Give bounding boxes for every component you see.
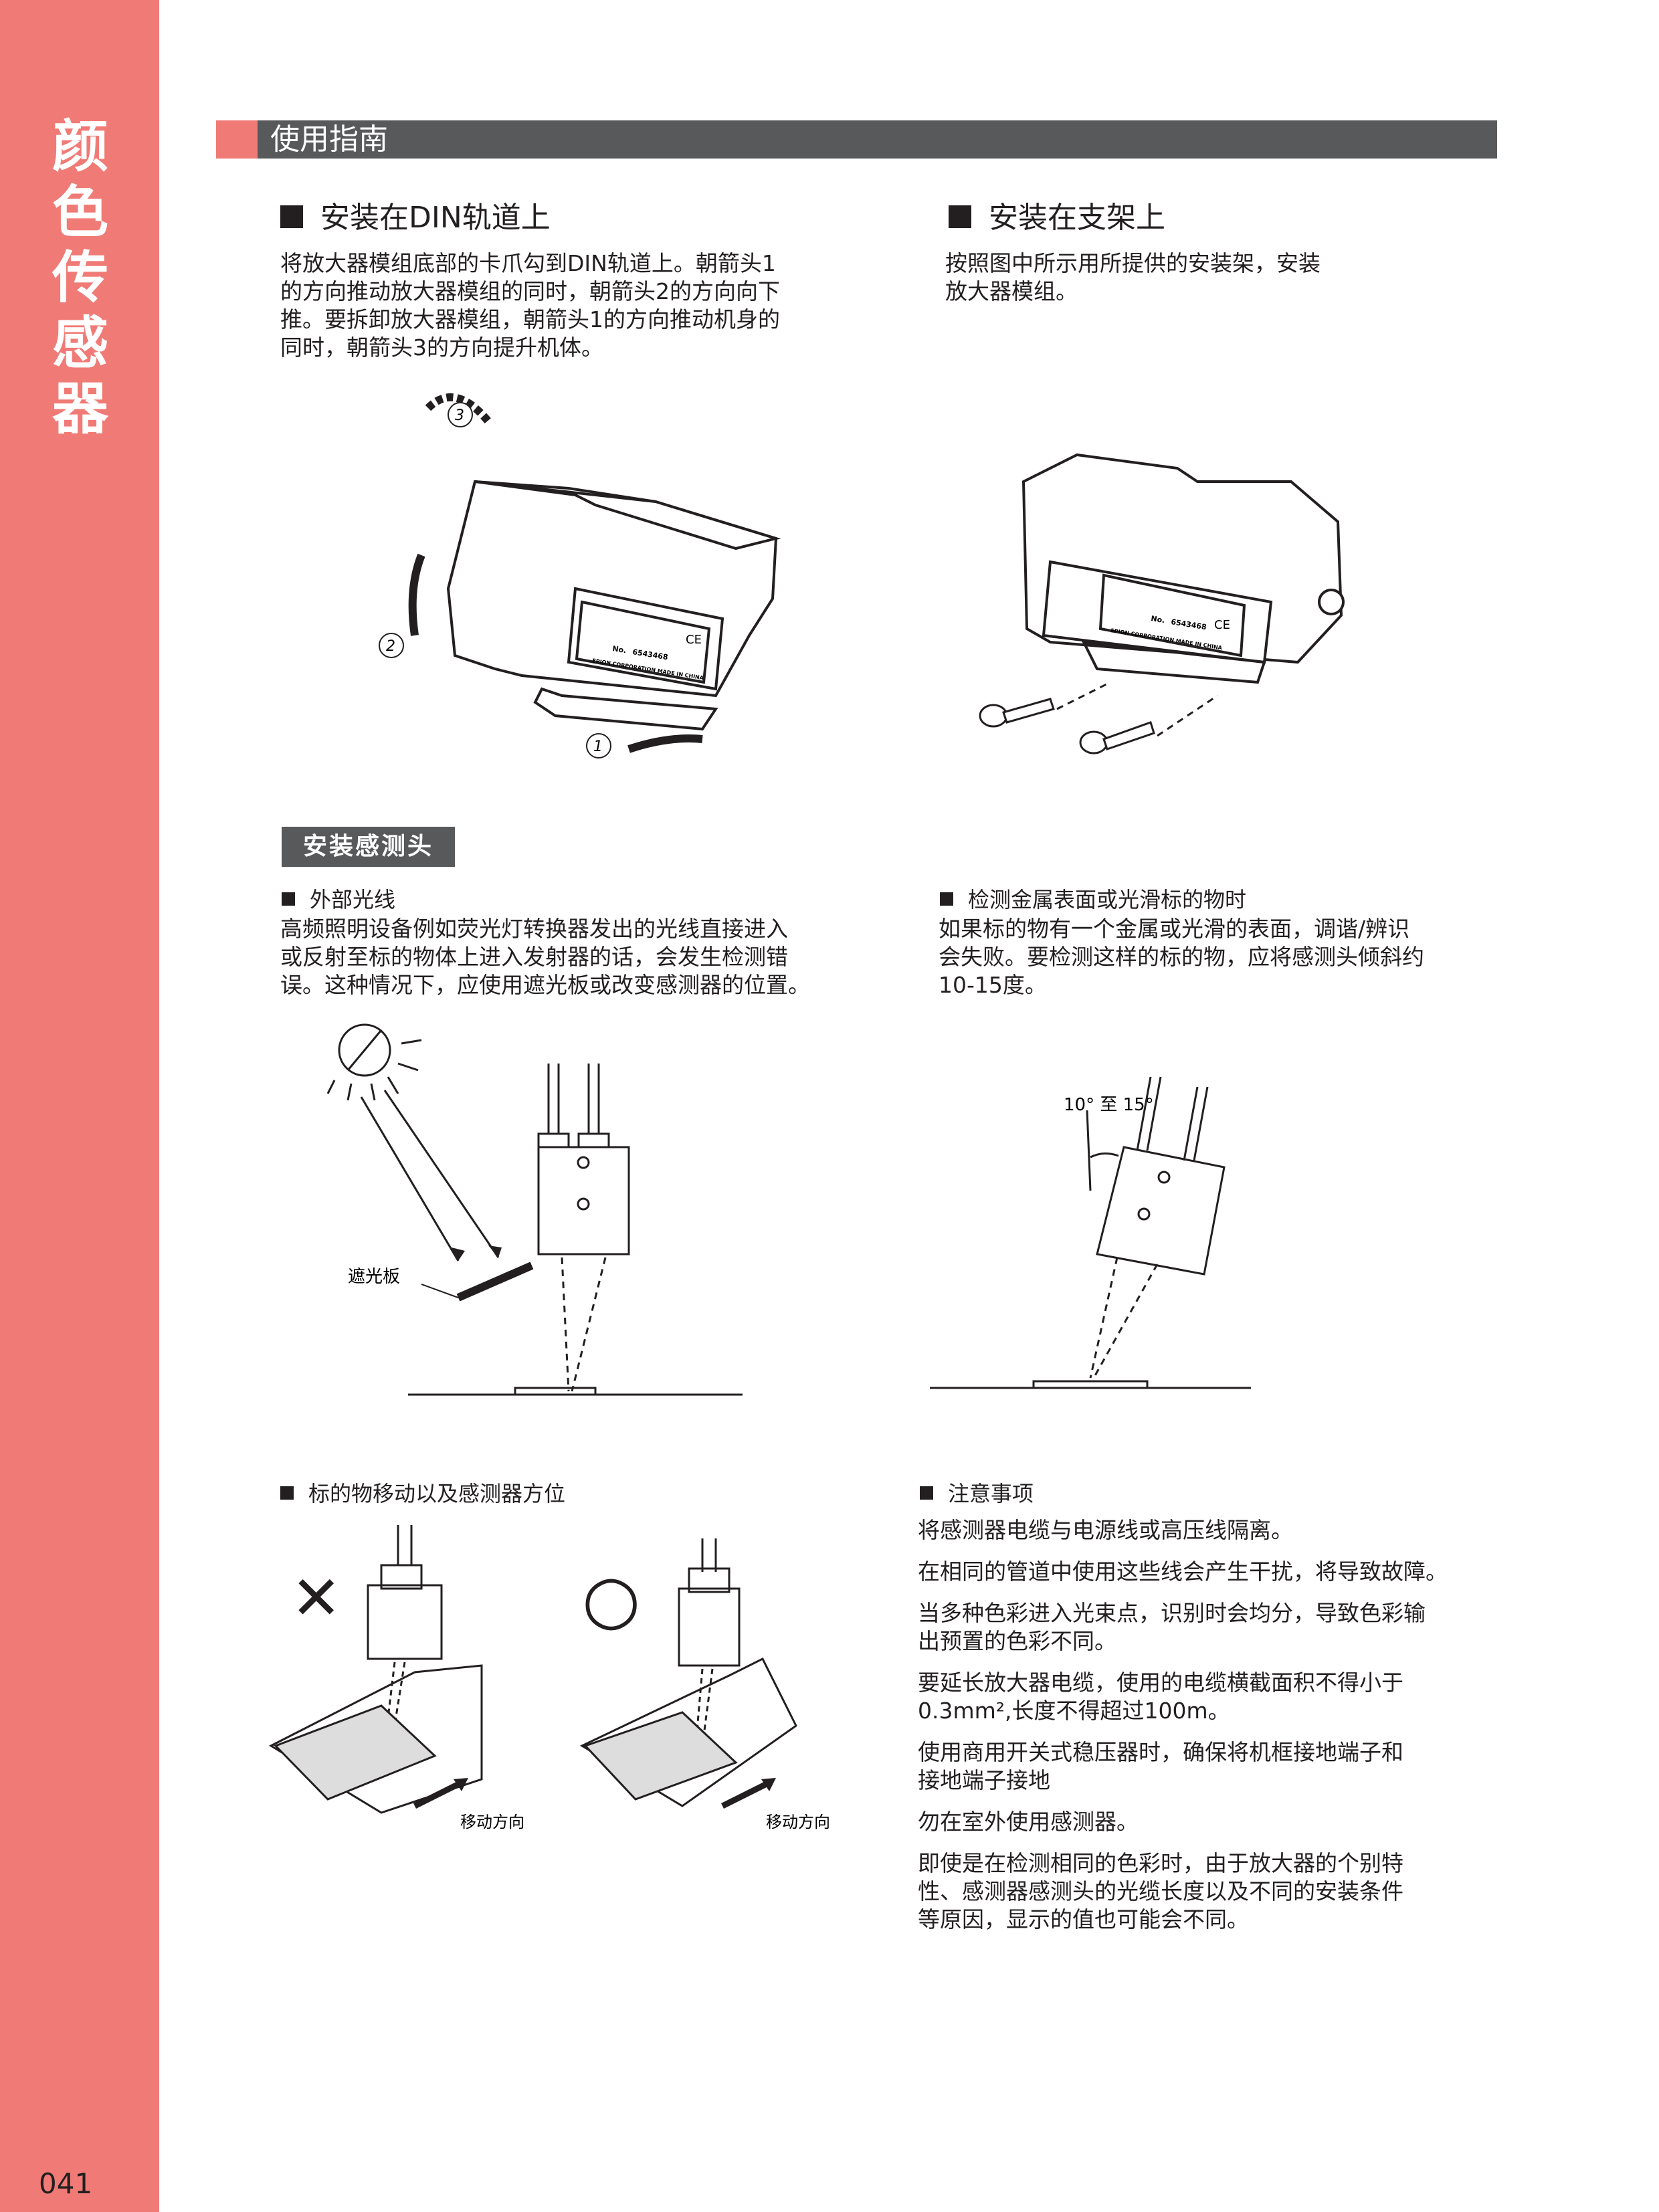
arrow-2-label: 2 bbox=[386, 638, 395, 655]
right-mark-icon: ○ bbox=[582, 1560, 640, 1638]
sensor-orientation-right bbox=[579, 1538, 797, 1807]
note-item: 即使是在检测相同的色彩时，由于放大器的个别特性、感测器感测头的光缆长度以及不同的… bbox=[918, 1849, 1448, 1934]
label-no: No. bbox=[1151, 614, 1166, 625]
sensor-orientation-wrong bbox=[268, 1525, 483, 1814]
heading-text: 检测金属表面或光滑标的物时 bbox=[968, 887, 1247, 912]
header-title: 使用指南 bbox=[270, 122, 388, 157]
text-line: 同时，朝箭头3的方向提升机体。 bbox=[280, 334, 603, 361]
metal-surface-heading: 检测金属表面或光滑标的物时 bbox=[940, 886, 1246, 914]
header-accent bbox=[216, 120, 258, 159]
arrow-1-icon bbox=[627, 734, 703, 753]
header-bar bbox=[216, 120, 1497, 159]
bracket-mount-illustration: No. 6543468 EPION CORPORATION MADE IN CH… bbox=[979, 453, 1345, 755]
note-item: 将感测器电缆与电源线或高压线隔离。 bbox=[918, 1516, 1448, 1544]
title-char: 颜 bbox=[52, 114, 108, 179]
bullet-square-icon bbox=[282, 892, 295, 906]
text-line: 会失败。要检测这样的标的物，应将感测头倾斜约 bbox=[939, 944, 1424, 970]
direction-arrow-icon bbox=[413, 1779, 464, 1809]
note-item: 当多种色彩进入光束点，识别时会均分，导致色彩输出预置的色彩不同。 bbox=[918, 1599, 1448, 1655]
arrow-3-label: 3 bbox=[455, 407, 464, 424]
tilted-sensor-diagram: 10° 至 15° bbox=[930, 1076, 1251, 1389]
shade-plate-label: 遮光板 bbox=[348, 1267, 400, 1287]
label-no: No. bbox=[612, 644, 627, 655]
ce-mark: CE bbox=[686, 633, 702, 647]
heading-text: 标的物移动以及感测器方位 bbox=[308, 1481, 566, 1506]
text-line: 或反射至标的物体上进入发射器的话，会发生检测错 bbox=[280, 944, 788, 970]
text-line: 放大器模组。 bbox=[945, 278, 1078, 304]
text-line: 将放大器模组底部的卡爪勾到DIN轨道上。朝箭头1 bbox=[280, 250, 776, 276]
movement-heading: 标的物移动以及感测器方位 bbox=[280, 1480, 565, 1508]
light-shield-plate bbox=[456, 1262, 534, 1302]
text-line: 等原因，显示的值也可能会不同。 bbox=[918, 1906, 1249, 1932]
text-line: 要延长放大器电缆，使用的电缆横截面积不得小于 bbox=[918, 1670, 1403, 1696]
tilt-angle-label: 10° 至 15° bbox=[1064, 1095, 1154, 1115]
page-number: 041 bbox=[39, 2167, 93, 2200]
title-char: 感 bbox=[52, 310, 108, 376]
arrow-1-label: 1 bbox=[593, 738, 603, 755]
movement-diagram: ✕ ○ 移动方向 移动方向 bbox=[268, 1525, 830, 1831]
direction-label: 移动方向 bbox=[460, 1813, 524, 1831]
title-char: 传 bbox=[52, 245, 108, 310]
text-line: 即使是在检测相同的色彩时，由于放大器的个别特 bbox=[918, 1850, 1403, 1876]
sidebar-band bbox=[0, 0, 159, 2212]
text-line: 性、感测器感测头的光缆长度以及不同的安装条件 bbox=[918, 1878, 1403, 1904]
note-item: 在相同的管道中使用这些线会产生干扰，将导致故障。 bbox=[918, 1558, 1448, 1586]
din-paragraph: 将放大器模组底部的卡爪勾到DIN轨道上。朝箭头1 的方向推动放大器模组的同时，朝… bbox=[280, 249, 780, 362]
section-title-vertical: 颜 色 传 感 器 bbox=[40, 114, 120, 441]
text-line: 使用商用开关式稳压器时，确保将机框接地端子和 bbox=[918, 1739, 1403, 1765]
text-line: 高频照明设备例如荧光灯转换器发出的光线直接进入 bbox=[280, 916, 788, 942]
metal-surface-paragraph: 如果标的物有一个金属或光滑的表面，调谐/辨识 会失败。要检测这样的标的物，应将感… bbox=[939, 915, 1424, 999]
bracket-heading: 安装在支架上 bbox=[949, 199, 1165, 237]
arrow-2-icon bbox=[408, 553, 425, 636]
text-line: 按照图中所示用所提供的安装架，安装 bbox=[945, 250, 1321, 276]
text-line: 当多种色彩进入光束点，识别时会均分，导致色彩输 bbox=[918, 1600, 1426, 1626]
ce-mark: CE bbox=[1214, 618, 1230, 632]
title-char: 器 bbox=[52, 376, 108, 441]
notes-heading: 注意事项 bbox=[920, 1480, 1034, 1508]
text-line: 的方向推动放大器模组的同时，朝箭头2的方向向下 bbox=[280, 278, 780, 304]
text-line: 将感测器电缆与电源线或高压线隔离。 bbox=[918, 1517, 1293, 1543]
bracket-paragraph: 按照图中所示用所提供的安装架，安装 放大器模组。 bbox=[945, 249, 1321, 306]
bullet-square-icon bbox=[949, 205, 971, 228]
heading-text: 安装在DIN轨道上 bbox=[320, 201, 551, 235]
bullet-square-icon bbox=[280, 205, 303, 228]
bullet-square-icon bbox=[280, 1486, 294, 1500]
din-rail-illustration: No. 6543468 EPION CORPORATION MADE IN CH… bbox=[379, 393, 781, 759]
bullet-square-icon bbox=[920, 1486, 933, 1500]
text-line: 10-15度。 bbox=[939, 972, 1047, 998]
light-source-icon bbox=[338, 1023, 391, 1077]
external-light-diagram: 遮光板 bbox=[326, 1023, 743, 1396]
heading-text: 外部光线 bbox=[310, 887, 396, 912]
note-item: 使用商用开关式稳压器时，确保将机框接地端子和接地端子接地 bbox=[918, 1738, 1448, 1795]
din-heading: 安装在DIN轨道上 bbox=[280, 199, 551, 237]
external-light-paragraph: 高频照明设备例如荧光灯转换器发出的光线直接进入 或反射至标的物体上进入发射器的话… bbox=[280, 915, 810, 999]
note-item: 勿在室外使用感测器。 bbox=[918, 1808, 1448, 1836]
notes-list: 将感测器电缆与电源线或高压线隔离。 在相同的管道中使用这些线会产生干扰，将导致故… bbox=[918, 1516, 1448, 1947]
sensor-head-tag: 安装感测头 bbox=[282, 827, 455, 867]
heading-text: 注意事项 bbox=[948, 1481, 1034, 1506]
text-line: 0.3mm²,长度不得超过100m。 bbox=[918, 1698, 1230, 1724]
external-light-heading: 外部光线 bbox=[282, 886, 395, 914]
direction-label: 移动方向 bbox=[766, 1813, 830, 1831]
text-line: 推。要拆卸放大器模组，朝箭头1的方向推动机身的 bbox=[280, 306, 780, 332]
text-line: 出预置的色彩不同。 bbox=[918, 1628, 1116, 1654]
text-line: 如果标的物有一个金属或光滑的表面，调谐/辨识 bbox=[939, 916, 1410, 942]
screw-icon bbox=[979, 681, 1218, 755]
wrong-mark-icon: ✕ bbox=[291, 1563, 341, 1633]
direction-arrow-icon bbox=[720, 1779, 771, 1809]
text-line: 接地端子接地 bbox=[918, 1767, 1050, 1793]
text-line: 勿在室外使用感测器。 bbox=[918, 1809, 1139, 1835]
text-line: 在相同的管道中使用这些线会产生干扰，将导致故障。 bbox=[918, 1559, 1448, 1585]
text-line: 误。这种情况下，应使用遮光板或改变感测器的位置。 bbox=[280, 972, 810, 998]
bullet-square-icon bbox=[940, 892, 953, 906]
heading-text: 安装在支架上 bbox=[989, 201, 1165, 235]
title-char: 色 bbox=[52, 179, 108, 245]
